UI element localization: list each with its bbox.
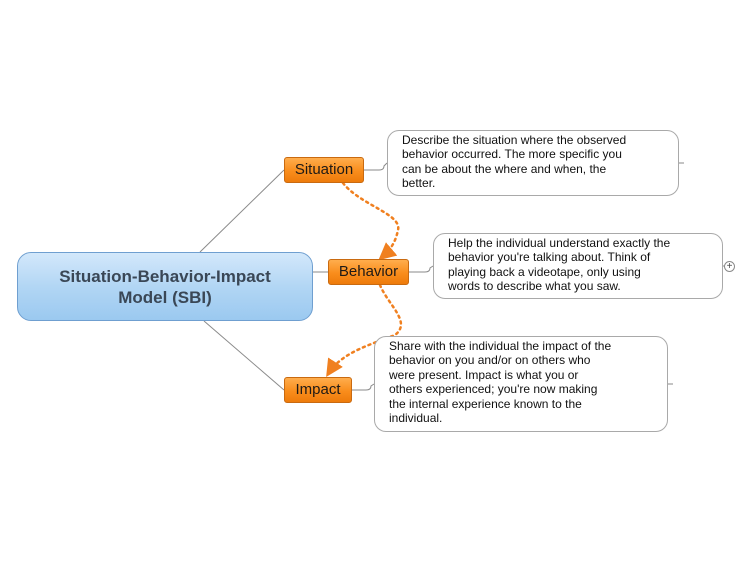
- central-topic-line-2: Model (SBI): [118, 287, 212, 307]
- note-line: Describe the situation where the observe…: [402, 133, 627, 147]
- connector-central-impact: [203, 320, 285, 391]
- note-line: behavior you're talking about. Think of: [448, 250, 651, 265]
- note-impact[interactable]: Share with the individual the impact of …: [374, 336, 668, 432]
- topic-behavior[interactable]: Behavior: [328, 259, 409, 285]
- central-topic-line-1: Situation-Behavior-Impact: [59, 266, 271, 286]
- note-line: Help the individual understand exactly t…: [448, 236, 671, 250]
- note-line: playing back a videotape, only using: [448, 264, 641, 279]
- note-line: behavior occurred. The more specific you: [402, 147, 622, 162]
- note-behavior[interactable]: Help the individual understand exactly t…: [433, 233, 723, 299]
- expand-plus-icon[interactable]: +: [724, 261, 735, 272]
- connector-behavior-note: [409, 265, 434, 273]
- relationship-behavior-impact: [326, 283, 403, 377]
- connector-situation-note: [364, 162, 388, 171]
- note-line: Share with the individual the impact of …: [389, 339, 612, 353]
- central-topic[interactable]: Situation-Behavior-Impact Model (SBI): [17, 252, 313, 321]
- note-line: the internal experience known to the: [389, 396, 582, 411]
- note-situation[interactable]: Describe the situation where the observe…: [387, 130, 679, 196]
- connector-impact-note: [352, 383, 375, 391]
- relationship-situation-behavior: [341, 181, 400, 261]
- topic-impact[interactable]: Impact: [284, 377, 352, 403]
- note-line: others experienced; you're now making: [389, 382, 598, 397]
- note-line: better.: [402, 176, 436, 191]
- topic-situation[interactable]: Situation: [284, 157, 364, 183]
- connector-central-situation: [199, 169, 285, 253]
- note-line: individual.: [389, 411, 443, 426]
- note-line: behavior on you and/or on others who: [389, 353, 591, 368]
- note-line: words to describe what you saw.: [448, 279, 621, 294]
- note-line: can be about the where and when, the: [402, 161, 607, 176]
- note-line: were present. Impact is what you or: [389, 367, 579, 382]
